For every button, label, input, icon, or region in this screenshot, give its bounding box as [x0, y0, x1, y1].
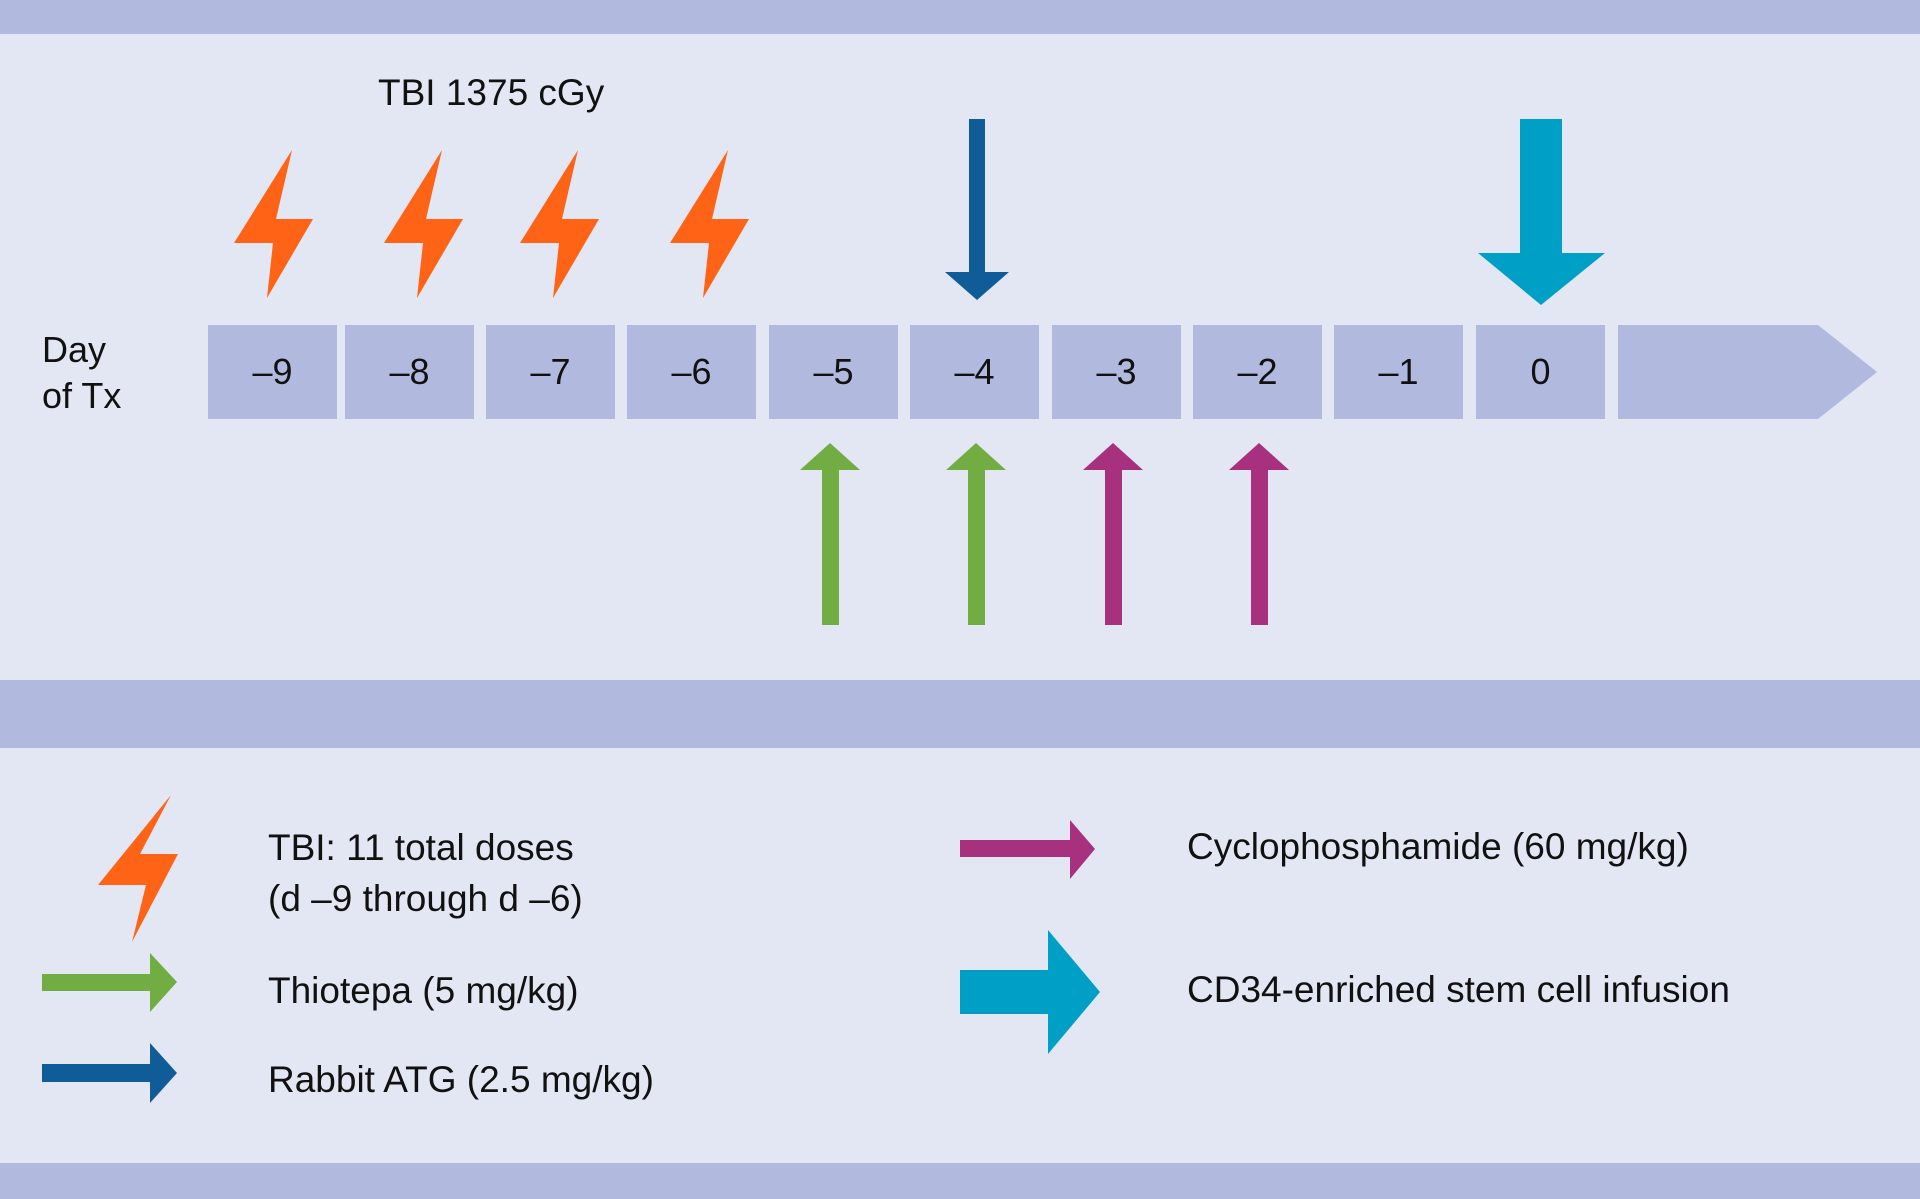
day-box-minus-6: –6 — [627, 325, 756, 419]
middle-band — [0, 680, 1920, 748]
legend-atg: Rabbit ATG (2.5 mg/kg) — [268, 1059, 654, 1100]
day-box-minus-5: –5 — [769, 325, 898, 419]
legend-lightning-icon — [98, 795, 178, 942]
atg-arrow-down — [945, 119, 1009, 300]
cyclophosphamide-arrow-up — [1083, 443, 1143, 625]
lightning-icon — [520, 150, 599, 298]
day-box-minus-8: –8 — [345, 325, 474, 419]
thiotepa-arrow-up — [946, 443, 1006, 625]
day-label-line2: of Tx — [42, 375, 122, 416]
legend-tbi-line1: TBI: 11 total doses — [268, 827, 574, 868]
top-band — [0, 0, 1920, 34]
legend-atg-arrow-icon — [42, 1043, 177, 1103]
legend-cyclophosphamide-arrow-icon — [960, 820, 1095, 879]
day-label-line1: Day — [42, 329, 107, 370]
lightning-icon — [234, 150, 313, 298]
lightning-icon — [384, 150, 463, 298]
legend-thiotepa-arrow-icon — [42, 953, 177, 1012]
legend-stem-cell: CD34-enriched stem cell infusion — [1187, 969, 1730, 1010]
stem-cell-arrow-down — [1478, 119, 1605, 305]
day-box-0: 0 — [1476, 325, 1605, 419]
day-box-minus-1: –1 — [1334, 325, 1463, 419]
tbi-dose-label: TBI 1375 cGy — [378, 72, 605, 113]
day-box-minus-3: –3 — [1052, 325, 1181, 419]
day-box-minus-9: –9 — [208, 325, 337, 419]
legend-cyclophosphamide: Cyclophosphamide (60 mg/kg) — [1187, 826, 1689, 867]
bottom-band — [0, 1163, 1920, 1199]
legend-thiotepa: Thiotepa (5 mg/kg) — [268, 970, 579, 1011]
thiotepa-arrow-up — [800, 443, 860, 625]
day-box-minus-4: –4 — [910, 325, 1039, 419]
day-box-minus-7: –7 — [486, 325, 615, 419]
legend-stem-cell-arrow-icon — [960, 930, 1100, 1054]
cyclophosphamide-arrow-up — [1229, 443, 1289, 625]
timeline-end-arrow — [1618, 325, 1877, 419]
lightning-icon — [670, 150, 749, 298]
legend-tbi-line2: (d –9 through d –6) — [268, 878, 583, 919]
day-box-minus-2: –2 — [1193, 325, 1322, 419]
